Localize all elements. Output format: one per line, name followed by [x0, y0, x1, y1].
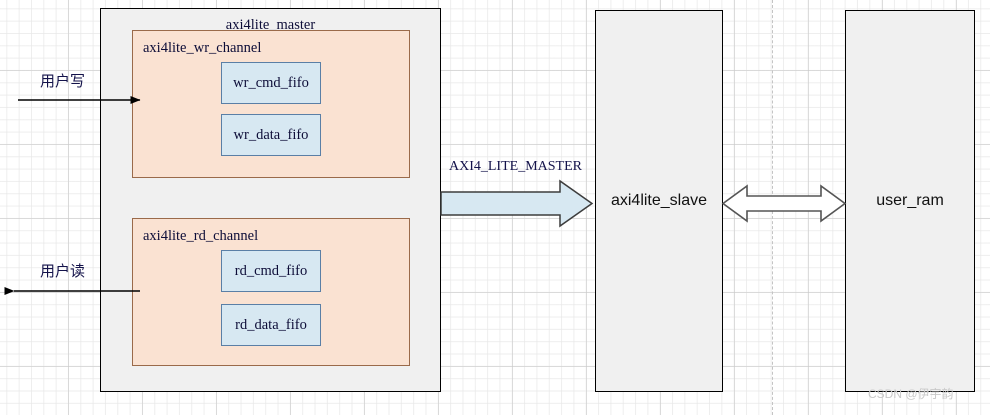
- block-wr-cmd-fifo-label: wr_cmd_fifo: [233, 74, 309, 91]
- block-axi4lite-slave[interactable]: axi4lite_slave: [595, 10, 723, 392]
- connector-axi4-lite-master-block-arrow[interactable]: [440, 179, 594, 228]
- block-user-ram[interactable]: user_ram: [845, 10, 975, 392]
- block-axi4lite-wr-channel-title: axi4lite_wr_channel: [143, 40, 262, 56]
- connector-user-read-label: 用户读: [40, 264, 86, 280]
- block-rd-cmd-fifo[interactable]: rd_cmd_fifo: [221, 250, 321, 292]
- csdn-watermark: CSDN @伊宇韵: [868, 387, 954, 401]
- block-axi4lite-slave-label: axi4lite_slave: [610, 192, 708, 209]
- block-wr-cmd-fifo[interactable]: wr_cmd_fifo: [221, 62, 321, 104]
- block-rd-data-fifo-label: rd_data_fifo: [235, 316, 307, 333]
- connector-slave-ram-double-arrow[interactable]: [721, 184, 847, 223]
- connector-axi4-lite-master-label: AXI4_LITE_MASTER: [449, 159, 582, 174]
- block-axi4lite-rd-channel-title: axi4lite_rd_channel: [143, 228, 259, 244]
- block-axi4lite-master-title: axi4lite_master: [225, 17, 316, 33]
- block-user-ram-label: user_ram: [876, 192, 944, 209]
- block-wr-data-fifo-label: wr_data_fifo: [233, 126, 309, 143]
- connector-user-write-label: 用户写: [40, 74, 86, 90]
- block-rd-cmd-fifo-label: rd_cmd_fifo: [234, 262, 308, 279]
- block-rd-data-fifo[interactable]: rd_data_fifo: [221, 304, 321, 346]
- block-axi4lite-wr-channel[interactable]: axi4lite_wr_channel: [132, 30, 410, 178]
- block-wr-data-fifo[interactable]: wr_data_fifo: [221, 114, 321, 156]
